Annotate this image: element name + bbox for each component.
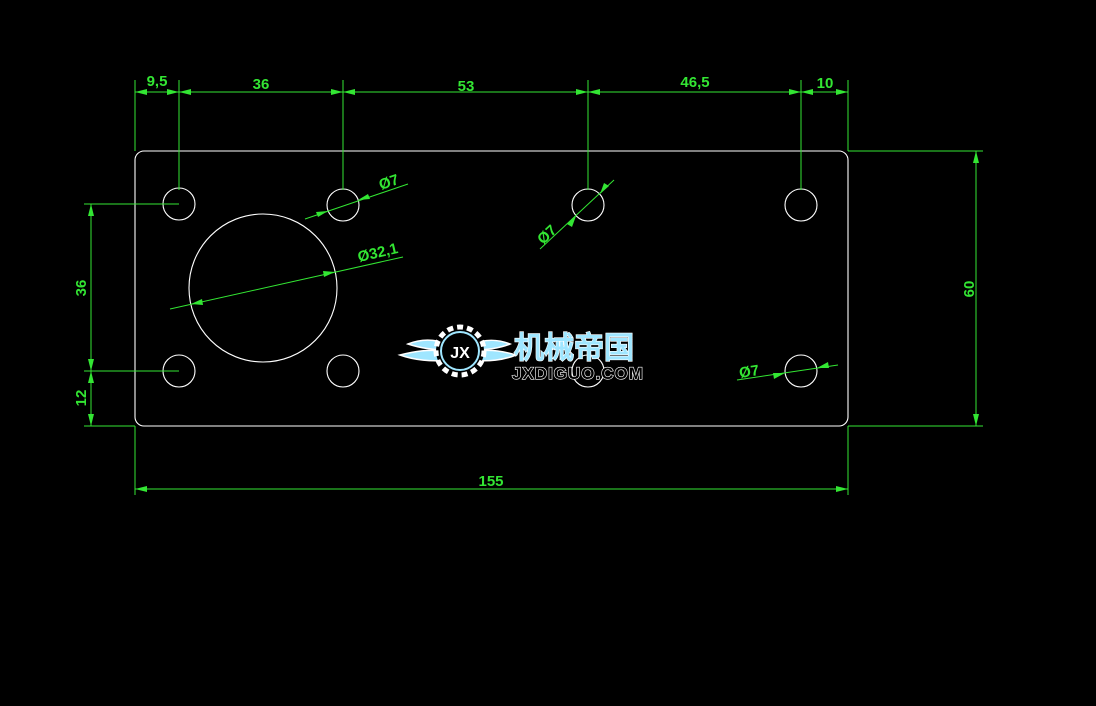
dim-dia7-top-2: Ø7 [377, 171, 401, 194]
watermark-chinese: 机械帝国 [514, 331, 634, 366]
dim-top-36: 36 [253, 76, 270, 93]
dim-height-60: 60 [961, 281, 978, 298]
right-dimension [848, 150, 983, 427]
dim-overall-155: 155 [478, 473, 503, 490]
leader-dia32-large-hole [169, 256, 404, 310]
dim-top-53: 53 [458, 78, 475, 95]
plate-outline [134, 150, 849, 427]
leader-dia7-hole-top-2 [304, 183, 409, 220]
top-dimension-chain [134, 80, 849, 190]
bottom-dimension [134, 426, 849, 495]
dim-top-10: 10 [817, 75, 834, 92]
hole-top-2 [326, 188, 360, 222]
hole-top-4 [784, 188, 818, 222]
hole-bottom-2 [326, 354, 360, 388]
dim-top-9-5: 9,5 [147, 73, 168, 90]
emblem-letters: JX [450, 345, 470, 362]
leader-dia7-hole-top-3 [539, 179, 615, 250]
hole-bottom-3 [571, 354, 605, 388]
dim-left-12: 12 [73, 390, 90, 407]
hole-large [188, 213, 338, 363]
watermark-logo: JX 机械帝国 JXDIGUO.COM [397, 324, 644, 384]
hole-bottom-4 [784, 354, 818, 388]
leader-dia7-hole-bottom-4 [736, 362, 839, 381]
watermark-url: JXDIGUO.COM [512, 364, 644, 383]
left-dimensions [84, 203, 179, 427]
dim-top-46-5: 46,5 [680, 74, 709, 91]
dim-dia32: Ø32,1 [356, 240, 400, 266]
dim-dia7-bottom-4: Ø7 [738, 362, 760, 382]
dim-left-36: 36 [73, 280, 90, 297]
dim-dia7-top-3: Ø7 [534, 222, 560, 248]
